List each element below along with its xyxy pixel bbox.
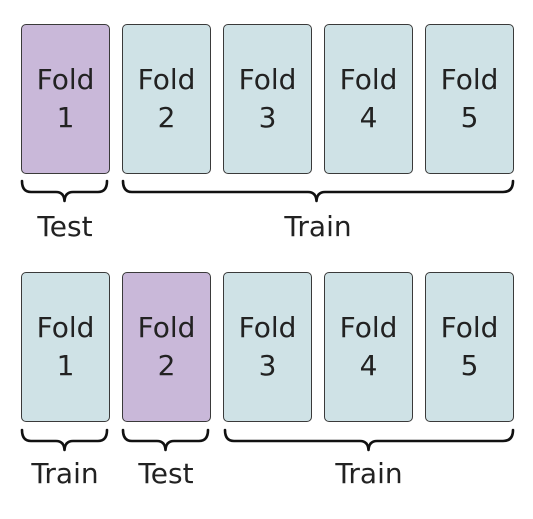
fold-number: 3 [258, 349, 277, 382]
row2-fold1-train: Fold 1 [21, 272, 110, 422]
fold-number: 1 [56, 101, 75, 134]
fold-number: 4 [359, 349, 378, 382]
fold-word: Fold [440, 310, 499, 344]
row1-fold5-train: Fold 5 [425, 24, 514, 174]
fold-word: Fold [137, 310, 196, 344]
row1-fold4-train: Fold 4 [324, 24, 413, 174]
fold-word: Fold [238, 62, 297, 96]
row2-fold5-train: Fold 5 [425, 272, 514, 422]
fold-number: 5 [460, 101, 479, 134]
row1-fold2-train: Fold 2 [122, 24, 211, 174]
fold-word: Fold [36, 310, 95, 344]
row2-fold2-test: Fold 2 [122, 272, 211, 422]
fold-number: 5 [460, 349, 479, 382]
fold-number: 4 [359, 101, 378, 134]
fold-word: Fold [238, 310, 297, 344]
fold-number: 2 [157, 349, 176, 382]
row2-test-brace [121, 428, 210, 452]
fold-word: Fold [36, 62, 95, 96]
row1-test-label: Test [37, 210, 93, 243]
fold-word: Fold [339, 310, 398, 344]
fold-word: Fold [339, 62, 398, 96]
row2-test-label: Test [138, 457, 194, 490]
fold-number: 3 [258, 101, 277, 134]
row1-fold1-test: Fold 1 [21, 24, 110, 174]
row1-test-brace [20, 179, 109, 203]
row2-train-label: Train [31, 457, 99, 490]
fold-word: Fold [440, 62, 499, 96]
row1-train-label: Train [284, 210, 352, 243]
row2-train-right-label: Train [335, 457, 403, 490]
row1-fold3-train: Fold 3 [223, 24, 312, 174]
fold-word: Fold [137, 62, 196, 96]
fold-number: 1 [56, 349, 75, 382]
fold-number: 2 [157, 101, 176, 134]
row1-train-brace [121, 179, 515, 203]
row2-train-brace [20, 428, 109, 452]
row2-train-right-brace [223, 428, 515, 452]
row2-fold3-train: Fold 3 [223, 272, 312, 422]
row2-fold4-train: Fold 4 [324, 272, 413, 422]
